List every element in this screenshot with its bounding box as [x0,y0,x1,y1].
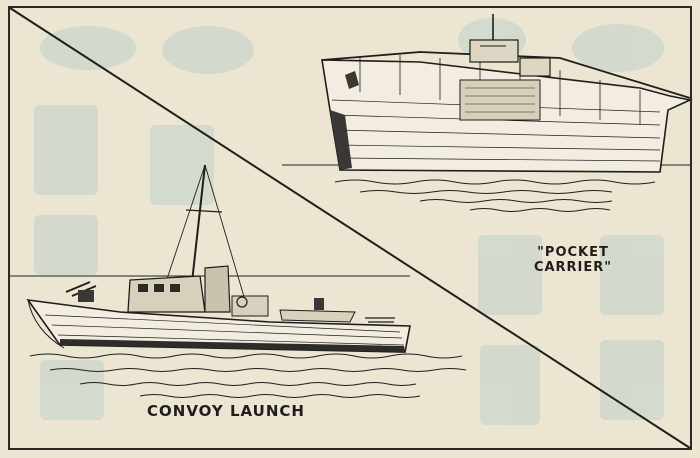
diagonal-divider [9,7,691,449]
convoy-launch-drawing [10,164,467,398]
pocket-carrier-drawing [282,14,693,212]
pocket-carrier-caption: "POCKET CARRIER" [533,245,613,275]
illustration-frame [8,6,692,450]
convoy-launch-caption: CONVOY LAUNCH [147,402,305,420]
faded-background-insignia [34,18,664,425]
